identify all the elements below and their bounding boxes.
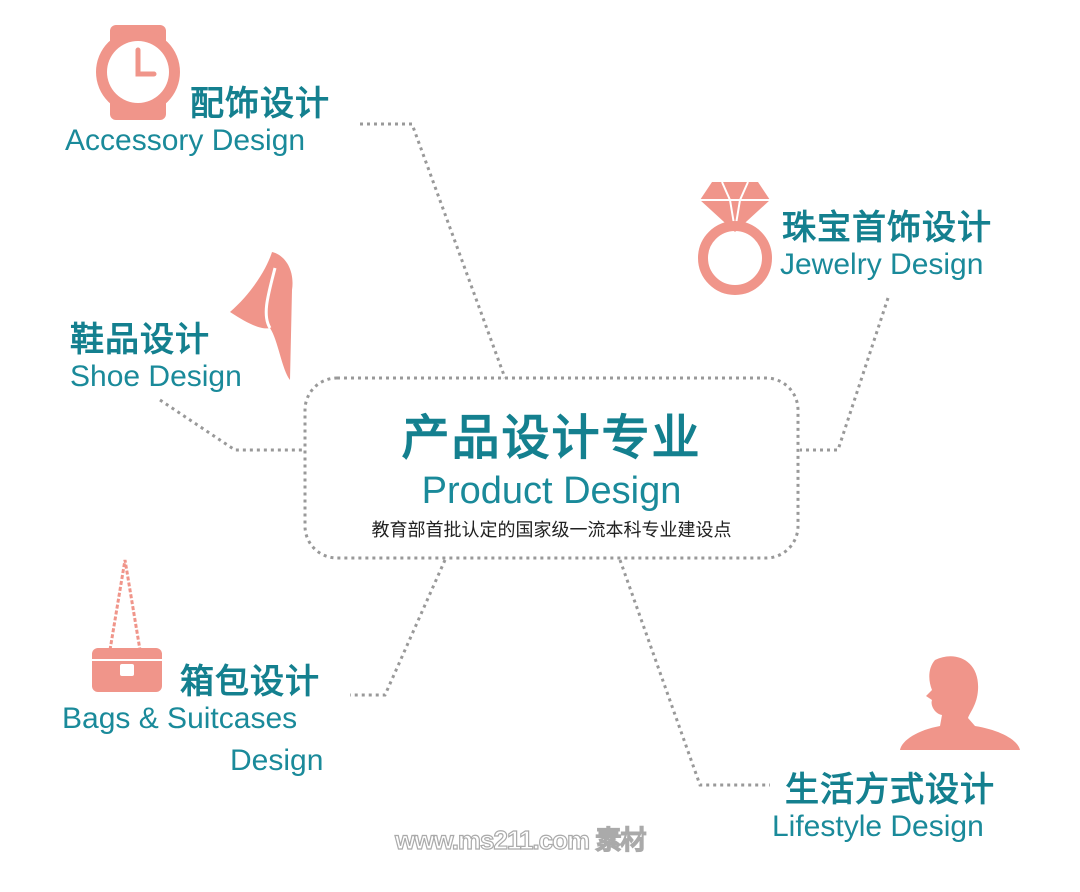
handbag-icon <box>92 559 162 692</box>
high-heel-icon <box>230 252 293 380</box>
watch-icon <box>96 25 180 120</box>
bags-title-en-line1: Bags & Suitcases <box>62 702 298 735</box>
center-node: 产品设计专业 Product Design 教育部首批认定的国家级一流本科专业建… <box>305 378 798 558</box>
shoe-title-zh: 鞋品设计 <box>70 321 210 359</box>
shoe-title-en: Shoe Design <box>70 360 242 393</box>
center-subtitle: 教育部首批认定的国家级一流本科专业建设点 <box>371 520 732 540</box>
connector-jewelry <box>800 297 890 452</box>
center-title-zh: 产品设计专业 <box>401 412 702 465</box>
bags-title-en-line2: Design <box>230 744 324 777</box>
connector-accessory <box>360 122 507 379</box>
watermark: www.ms211.com 素材 <box>394 824 647 855</box>
accessory-title-en: Accessory Design <box>65 124 306 157</box>
connector-lifestyle <box>618 559 770 787</box>
lifestyle-title-en: Lifestyle Design <box>772 810 984 843</box>
jewelry-title-zh: 珠宝首饰设计 <box>782 209 992 247</box>
connector-shoe <box>159 398 305 452</box>
person-icon <box>900 656 1020 750</box>
center-title-en: Product Design <box>421 470 682 512</box>
diamond-ring-icon <box>698 181 772 295</box>
lifestyle-title-zh: 生活方式设计 <box>785 771 995 809</box>
connector-bags <box>350 559 447 697</box>
jewelry-title-en: Jewelry Design <box>780 248 984 281</box>
bags-title-zh: 箱包设计 <box>180 663 320 701</box>
accessory-title-zh: 配饰设计 <box>190 85 330 123</box>
